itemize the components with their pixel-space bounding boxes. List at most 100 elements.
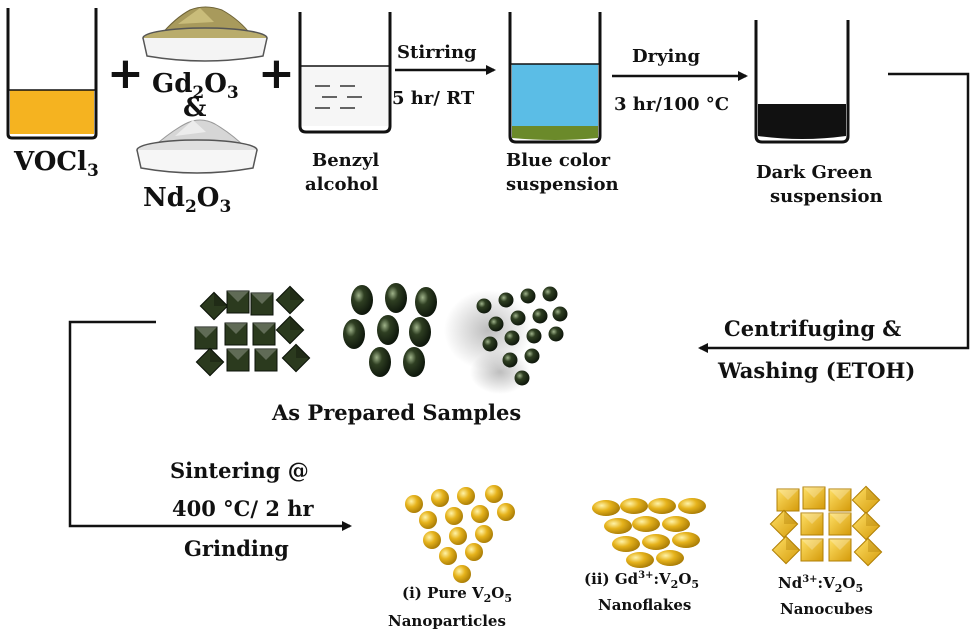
dark-sphere-8: [482, 336, 498, 352]
dark-nanoflakes-cluster: [343, 283, 437, 377]
gold-cube-8-facet: [786, 536, 800, 550]
product2-label-line1: (ii) Gd3+:V2O5: [584, 570, 699, 591]
gold-nanoflakes-cluster: [592, 498, 706, 568]
gold-cube-1-facet: [803, 487, 825, 498]
gold-cube-1: [802, 486, 826, 510]
plus-sign-1: +: [107, 48, 144, 99]
gold-cube-4-facet: [784, 510, 798, 524]
gold-cube-10-facet: [829, 539, 851, 550]
product3-label-line1: Nd3+:V2O5: [778, 574, 863, 595]
connector-left: [68, 320, 352, 531]
dark-cube-11-facet: [296, 344, 310, 358]
gold-oval-2: [648, 498, 676, 514]
gold-cube-5-facet: [801, 513, 823, 524]
benzyl-label-line1: Benzyl: [312, 150, 379, 171]
gold-oval-5: [632, 516, 660, 532]
gold-oval-9: [672, 532, 700, 548]
gold-oval-1: [620, 498, 648, 514]
dark-sphere-11: [548, 326, 564, 342]
dark-sphere-3: [542, 286, 558, 302]
gold-sphere-3: [485, 485, 503, 503]
nd2o3-label: Nd2O3: [143, 183, 231, 217]
gold-cube-10: [828, 538, 852, 562]
dark-cube-8-facet: [210, 348, 224, 362]
gold-nanocubes-cluster: [769, 485, 883, 567]
dark-sphere-1: [498, 292, 514, 308]
blue-suspension-beaker: [508, 12, 602, 144]
gold-oval-0: [592, 500, 620, 516]
dark-cube-0-facet: [214, 292, 228, 306]
gold-oval-3: [678, 498, 706, 514]
vocl3-label: VOCl3: [13, 147, 99, 181]
gold-sphere-10: [475, 525, 493, 543]
dark-cube-0: [199, 291, 229, 321]
blur-shadow-1: [444, 290, 532, 370]
dark-oval-0: [351, 285, 373, 315]
dark-sphere-9: [504, 330, 520, 346]
dark-sphere-10: [526, 328, 542, 344]
darkgreen-label-line2: suspension: [770, 186, 883, 207]
dark-cube-4-facet: [195, 327, 217, 338]
dark-sphere-6: [532, 308, 548, 324]
dark-cube-3: [275, 285, 305, 315]
stirring-label: Stirring: [397, 42, 477, 63]
dark-oval-7: [403, 347, 425, 377]
as-prepared-label: As Prepared Samples: [271, 400, 521, 425]
centrifuge-label-line1: Centrifuging &: [724, 316, 901, 341]
gold-oval-10: [626, 552, 654, 568]
centrifuge-label-line2: Washing (ETOH): [717, 358, 915, 383]
gold-cube-0: [776, 488, 800, 512]
dark-sphere-2: [520, 288, 536, 304]
benzyl-alcohol-beaker: [298, 12, 392, 134]
gold-sphere-7: [497, 503, 515, 521]
product3-label-line2: Nanocubes: [780, 600, 873, 618]
vocl3-liquid: [10, 90, 94, 134]
dark-sphere-13: [524, 348, 540, 364]
blue-label-line1: Blue color: [506, 150, 611, 171]
dark-cube-5: [224, 322, 248, 346]
gold-sphere-12: [465, 543, 483, 561]
gold-cube-9-facet: [801, 539, 823, 550]
product2-label-line2: Nanoflakes: [598, 596, 691, 614]
ampersand-label: &: [183, 93, 206, 123]
gold-cube-11-facet: [868, 538, 882, 552]
gold-cube-3-facet: [866, 486, 880, 500]
vocl3-beaker: [6, 8, 98, 140]
sintering-label-line2: 400 °C/ 2 hr: [172, 496, 315, 521]
dark-cube-11: [281, 343, 311, 373]
gold-sphere-4: [419, 511, 437, 529]
gold-cube-5: [800, 512, 824, 536]
gold-cube-11: [853, 537, 883, 567]
dark-cube-10: [254, 348, 278, 372]
gold-cube-2-facet: [829, 489, 851, 500]
gold-cube-7-facet: [866, 512, 880, 526]
gold-cube-2: [828, 488, 852, 512]
dark-oval-2: [415, 287, 437, 317]
gold-sphere-0: [405, 495, 423, 513]
gold-cube-6-facet: [829, 513, 851, 524]
dark-sphere-5: [510, 310, 526, 326]
blue-label-line2: suspension: [506, 174, 619, 195]
drying-label: Drying: [632, 46, 700, 67]
dark-cube-8: [195, 347, 225, 377]
gold-sphere-2: [457, 487, 475, 505]
gold-cube-4: [769, 509, 799, 539]
gold-sphere-9: [449, 527, 467, 545]
dark-cube-3-facet: [290, 286, 304, 300]
dark-sphere-4: [488, 316, 504, 332]
gold-sphere-13: [453, 565, 471, 583]
gold-oval-4: [604, 518, 632, 534]
gold-sphere-8: [423, 531, 441, 549]
dark-nanoparticles-cluster: [444, 286, 568, 394]
dark-cube-1: [226, 290, 250, 314]
dark-cube-6: [252, 322, 276, 346]
dark-green-beaker: [754, 20, 850, 144]
dark-cube-2: [250, 292, 274, 316]
dark-oval-6: [369, 347, 391, 377]
gold-cube-9: [800, 538, 824, 562]
gold-cube-8: [771, 535, 801, 565]
sintering-label-line1: Sintering @: [170, 458, 309, 483]
gold-oval-8: [642, 534, 670, 550]
dark-cube-5-facet: [225, 323, 247, 334]
connector-right: [698, 72, 970, 353]
